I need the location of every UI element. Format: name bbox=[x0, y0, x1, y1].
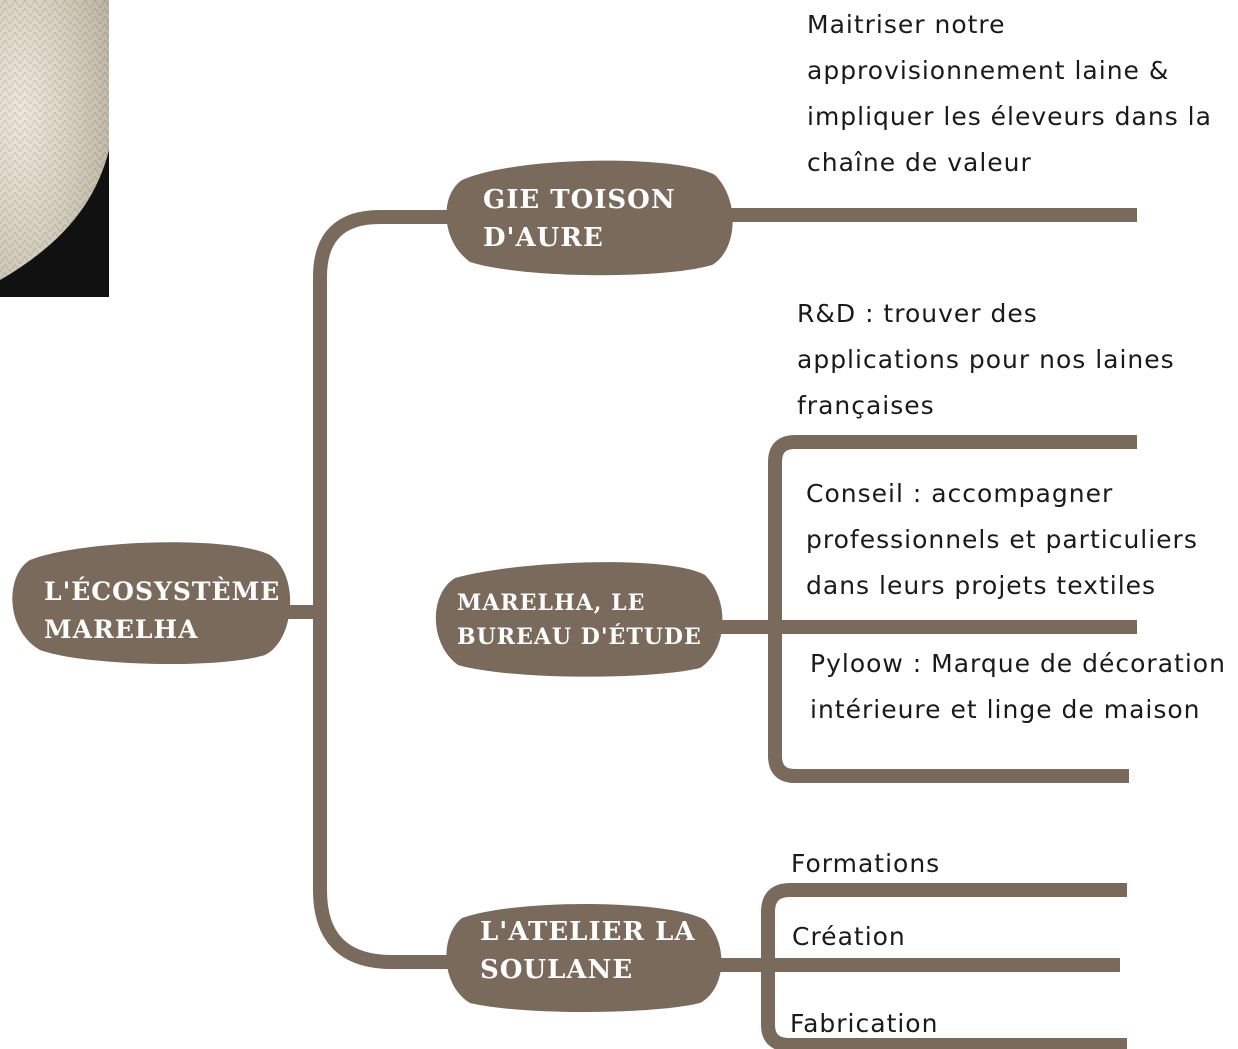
branch-3-leaf-2: Création bbox=[792, 922, 906, 951]
branch-2-node-shape bbox=[435, 562, 723, 677]
branch-3-label: L'ATELIER LA SOULANE bbox=[480, 917, 696, 985]
branch-2-leaf-3: Pyloow : Marque de décoration intérieure… bbox=[810, 649, 1226, 724]
branch-3-node-shape bbox=[446, 903, 722, 1012]
branch-3-leaf-3: Fabrication bbox=[790, 1009, 939, 1038]
connector-trunk bbox=[313, 210, 460, 969]
branch-2-leaf-1: R&D : trouver des applications pour nos … bbox=[797, 299, 1175, 420]
connector-branch-2-bracket bbox=[768, 435, 1137, 783]
branch-3-leaf-1: Formations bbox=[791, 849, 941, 878]
branch-1-node-shape bbox=[446, 160, 733, 276]
branch-2-label: MARELHA, LE BUREAU D'ÉTUDE bbox=[457, 590, 702, 650]
root-node-label: L'ÉCOSYSTÈME MARELHA bbox=[44, 577, 281, 644]
branch-2-leaf-2: Conseil : accompagner professionnels et … bbox=[806, 479, 1198, 600]
branch-1-leaf-1: Maitriser notre approvisionnement laine … bbox=[807, 10, 1212, 177]
root-node-shape bbox=[12, 542, 291, 665]
yarn-photo bbox=[0, 0, 109, 297]
branch-1-label: GIE TOISON D'AURE bbox=[483, 185, 676, 253]
